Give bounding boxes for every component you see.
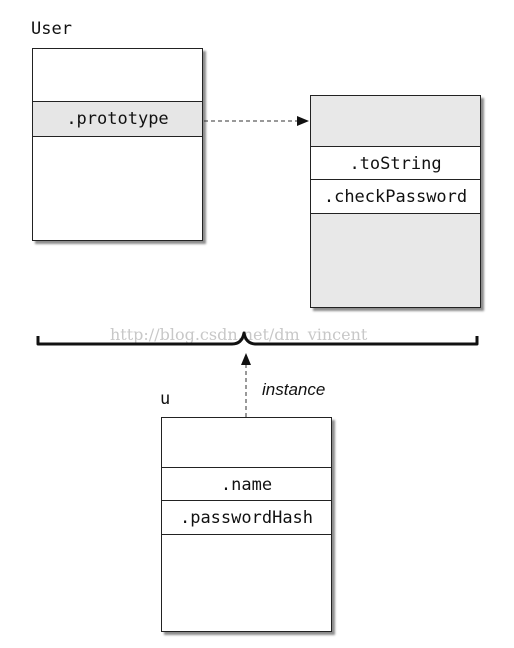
- instance-name-field: .name: [162, 467, 331, 501]
- instance-object-box: .name .passwordHash: [161, 417, 332, 632]
- user-prototype-field-label: .prototype: [66, 109, 169, 129]
- instance-passwordhash-label: .passwordHash: [179, 507, 314, 528]
- instance-name-label: .name: [220, 474, 273, 495]
- instance-object-name: u: [160, 389, 171, 409]
- group-brace: [36, 331, 479, 346]
- prototype-checkpassword-field: .checkPassword: [311, 179, 480, 214]
- watermark-text: http://blog.csdn.net/dm_vincent: [110, 325, 368, 344]
- user-prototype-field: .prototype: [33, 101, 202, 137]
- prototype-object-box: .toString .checkPassword: [310, 95, 481, 308]
- prototype-tostring-field: .toString: [311, 146, 480, 180]
- user-object-box: .prototype: [32, 48, 203, 241]
- prototype-tostring-label: .toString: [349, 153, 442, 174]
- user-object-name: User: [31, 19, 72, 39]
- instance-arrow-label: instance: [262, 380, 326, 399]
- prototype-checkpassword-label: .checkPassword: [323, 186, 468, 207]
- instance-passwordhash-field: .passwordHash: [162, 500, 331, 535]
